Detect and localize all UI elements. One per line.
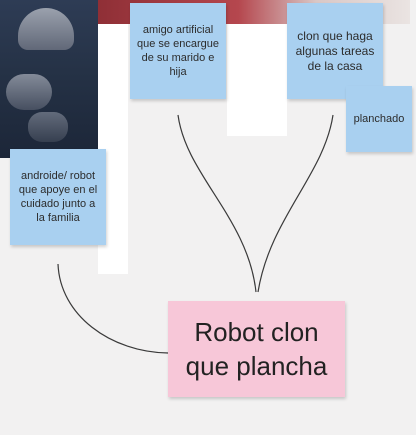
central-node-text: Robot clon que plancha: [185, 317, 328, 381]
central-sticky-note[interactable]: Robot clon que plancha: [168, 301, 345, 397]
connector-androide: [57, 263, 169, 354]
connector-clon: [257, 114, 334, 293]
sticky-note-text: clon que haga algunas tareas de la casa: [295, 28, 375, 73]
connector-amigo: [177, 114, 257, 293]
sticky-note-clon[interactable]: clon que haga algunas tareas de la casa: [287, 3, 383, 99]
robot-photo-image: [0, 0, 98, 158]
white-panel: [227, 24, 287, 136]
sticky-note-amigo[interactable]: amigo artificial que se encargue de su m…: [130, 3, 226, 99]
sticky-note-text: amigo artificial que se encargue de su m…: [137, 24, 219, 78]
sticky-note-text: planchado: [353, 113, 405, 125]
sticky-note-text: androide/ robot que apoye en el cuidado …: [18, 170, 98, 224]
sticky-note-androide[interactable]: androide/ robot que apoye en el cuidado …: [10, 149, 106, 245]
sticky-note-planchado[interactable]: planchado: [346, 86, 412, 152]
